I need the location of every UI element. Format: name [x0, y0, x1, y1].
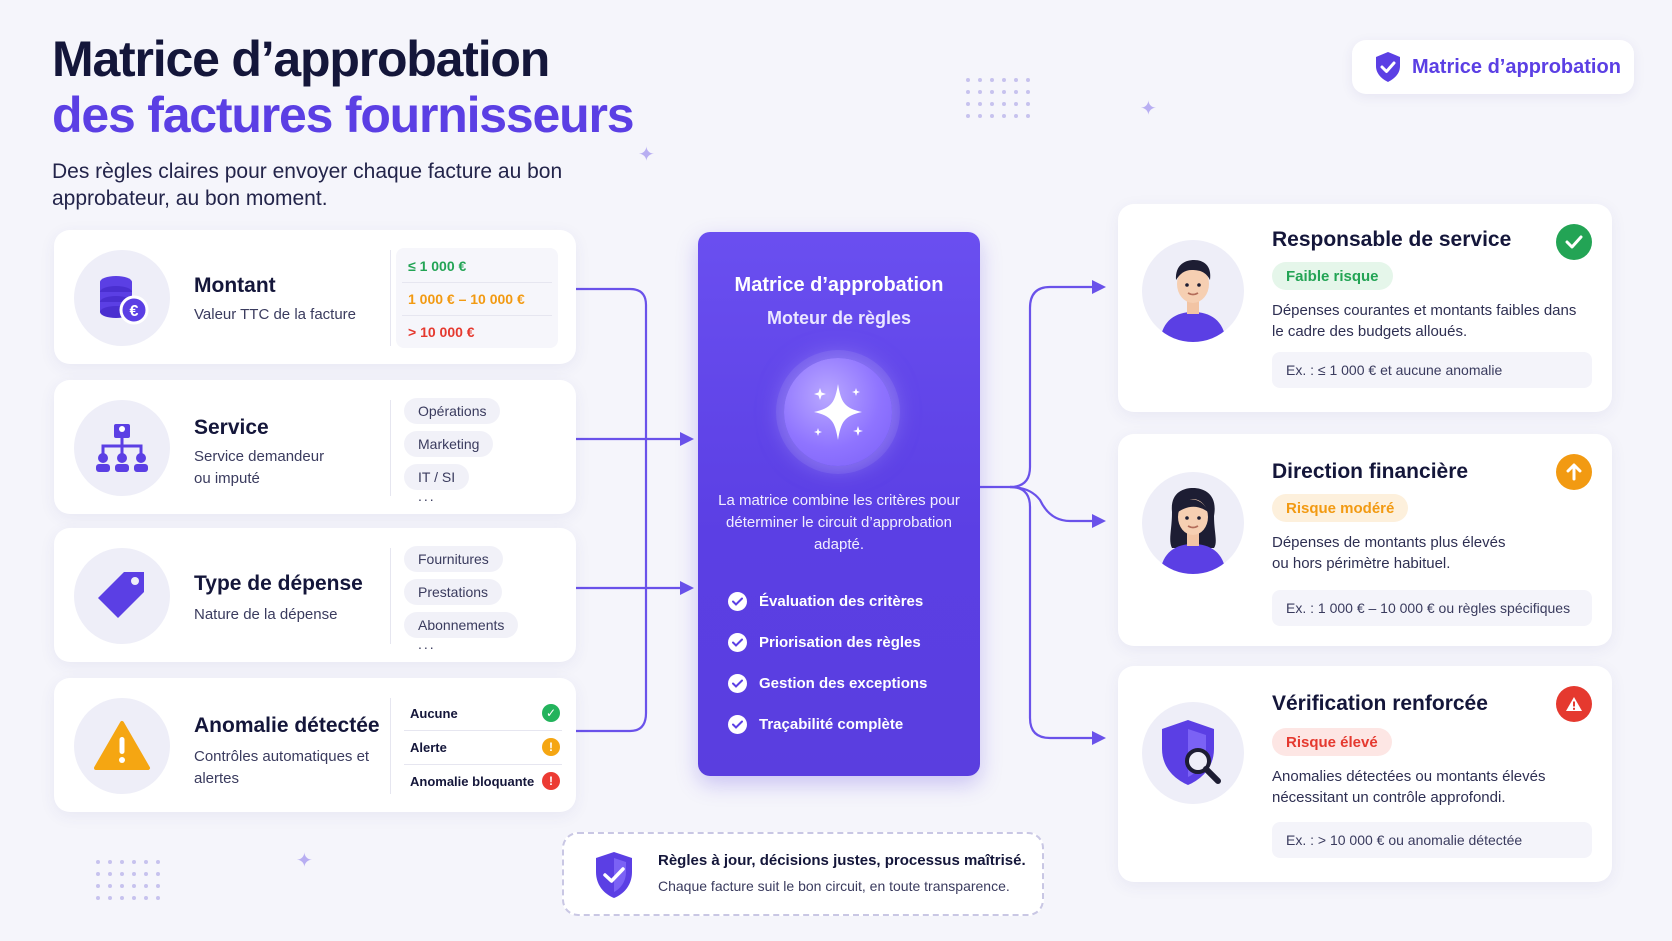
- arrow-up-circle-icon: [1556, 454, 1592, 490]
- engine-title: Matrice d’approbation: [734, 274, 944, 296]
- criteria-desc-service: Service demandeur ou imputé: [194, 448, 325, 487]
- matrix-badge-label: Matrice d’approbation: [1412, 55, 1621, 78]
- sparkle-icon: ✦: [296, 850, 313, 872]
- criteria-card-expense: Type de dépense Nature de la dépense Fou…: [54, 528, 576, 662]
- banner-headline: Règles à jour, décisions justes, process…: [658, 852, 1026, 869]
- rules-engine-panel: Matrice d’approbation Moteur de règles L…: [698, 232, 980, 776]
- coins-euro-icon: €: [100, 276, 149, 325]
- outcome-description: Anomalies détectées ou montants élevés n…: [1272, 768, 1546, 806]
- sparkle-icon: ✦: [638, 144, 655, 166]
- sparkle-icon: [814, 384, 863, 440]
- service-chip: IT / SI: [404, 464, 470, 490]
- engine-description: La matrice combine les critères pour dét…: [718, 492, 960, 553]
- decorative-dot-grid-bottom: [96, 860, 160, 900]
- shield-search-icon: [1162, 720, 1221, 785]
- outcome-card-finance: Direction financière Risque modéré Dépen…: [1118, 434, 1612, 646]
- page-title-line1: Matrice d’approbation: [52, 31, 550, 87]
- check-circle-icon: [1556, 224, 1592, 260]
- check-icon: [728, 592, 747, 611]
- outcome-card-enhanced-check: Vérification renforcée Risque élevé Anom…: [1118, 666, 1612, 882]
- sparkle-icon: ✦: [1140, 98, 1157, 120]
- service-chip: Opérations: [404, 398, 501, 424]
- org-chart-icon: [96, 424, 148, 472]
- engine-feature: Gestion des exceptions: [728, 674, 927, 693]
- outcome-card-service-manager: Responsable de service Faible risque Dép…: [1118, 204, 1612, 412]
- avatar-woman: [1142, 472, 1244, 574]
- outcome-description: Dépenses de montants plus élevés ou hors…: [1272, 534, 1506, 572]
- anomaly-row-blocking: Anomalie bloquante !: [410, 772, 560, 790]
- outcome-example: Ex. : 1 000 € – 10 000 € ou règles spéci…: [1272, 590, 1592, 626]
- engine-feature: Traçabilité complète: [728, 715, 903, 734]
- outcome-description: Dépenses courantes et montants faibles d…: [1272, 302, 1577, 340]
- check-icon: [728, 633, 747, 652]
- criteria-card-anomaly: Anomalie détectée Contrôles automatiques…: [54, 678, 576, 812]
- shield-check-icon: [596, 852, 632, 898]
- shield-search-avatar: [1142, 702, 1244, 804]
- check-icon: [728, 674, 747, 693]
- tag-icon: [98, 572, 144, 618]
- amount-range-mid: 1 000 € – 10 000 €: [408, 291, 525, 307]
- person-icon: [1160, 488, 1226, 574]
- amount-range-high: > 10 000 €: [408, 324, 475, 340]
- check-circle-icon: ✓: [542, 704, 560, 722]
- outcome-title: Direction financière: [1272, 460, 1469, 483]
- avatar-man: [1142, 240, 1244, 342]
- shield-check-icon: [1376, 52, 1400, 82]
- amount-range-low: ≤ 1 000 €: [408, 258, 467, 274]
- warning-icon: [94, 721, 150, 770]
- criteria-desc-expense: Nature de la dépense: [194, 606, 338, 623]
- engine-subtitle: Moteur de règles: [766, 308, 912, 328]
- engine-feature: Évaluation des critères: [728, 592, 923, 611]
- page-title-line2: des factures fournisseurs: [52, 87, 635, 143]
- service-chip: Marketing: [404, 431, 494, 457]
- criteria-card-service: Service Service demandeur ou imputé Opér…: [54, 380, 576, 514]
- expense-chip: Abonnements: [404, 612, 519, 638]
- alert-circle-icon: !: [542, 738, 560, 756]
- outcome-title: Responsable de service: [1272, 228, 1512, 251]
- person-icon: [1160, 260, 1226, 342]
- risk-badge: Faible risque: [1272, 262, 1393, 290]
- check-icon: [728, 715, 747, 734]
- expense-chip: Fournitures: [404, 546, 503, 572]
- page-subtitle: Des règles claires pour envoyer chaque f…: [52, 160, 563, 210]
- outcome-title: Vérification renforcée: [1272, 692, 1488, 715]
- error-circle-icon: !: [542, 772, 560, 790]
- risk-badge: Risque modéré: [1272, 494, 1409, 522]
- risk-badge: Risque élevé: [1272, 728, 1392, 756]
- outcome-example: Ex. : ≤ 1 000 € et aucune anomalie: [1272, 352, 1592, 388]
- anomaly-row-none: Aucune ✓: [410, 704, 560, 722]
- outcome-example: Ex. : > 10 000 € ou anomalie détectée: [1272, 822, 1592, 858]
- engine-feature: Priorisation des règles: [728, 633, 921, 652]
- criteria-title-amount: Montant: [194, 274, 276, 297]
- service-more: ...: [418, 488, 436, 504]
- criteria-title-anomaly: Anomalie détectée: [194, 714, 380, 737]
- banner-subline: Chaque facture suit le bon circuit, en t…: [658, 878, 1010, 894]
- criteria-title-expense: Type de dépense: [194, 572, 363, 595]
- criteria-desc-anomaly: Contrôles automatiques et alertes: [194, 748, 370, 787]
- decorative-dot-grid-top: [966, 78, 1030, 118]
- criteria-desc-amount: Valeur TTC de la facture: [194, 306, 357, 323]
- criteria-title-service: Service: [194, 416, 269, 439]
- expense-more: ...: [418, 636, 436, 652]
- criteria-card-amount: € Montant Valeur TTC de la facture ≤ 1 0…: [54, 230, 576, 364]
- anomaly-row-alert: Alerte !: [410, 738, 560, 756]
- warning-circle-icon: [1556, 686, 1592, 722]
- summary-banner: Règles à jour, décisions justes, process…: [562, 832, 1044, 916]
- matrix-badge: Matrice d’approbation: [1352, 40, 1634, 94]
- engine-orb: [784, 358, 892, 466]
- svg-text:€: €: [130, 303, 139, 320]
- expense-chip: Prestations: [404, 579, 503, 605]
